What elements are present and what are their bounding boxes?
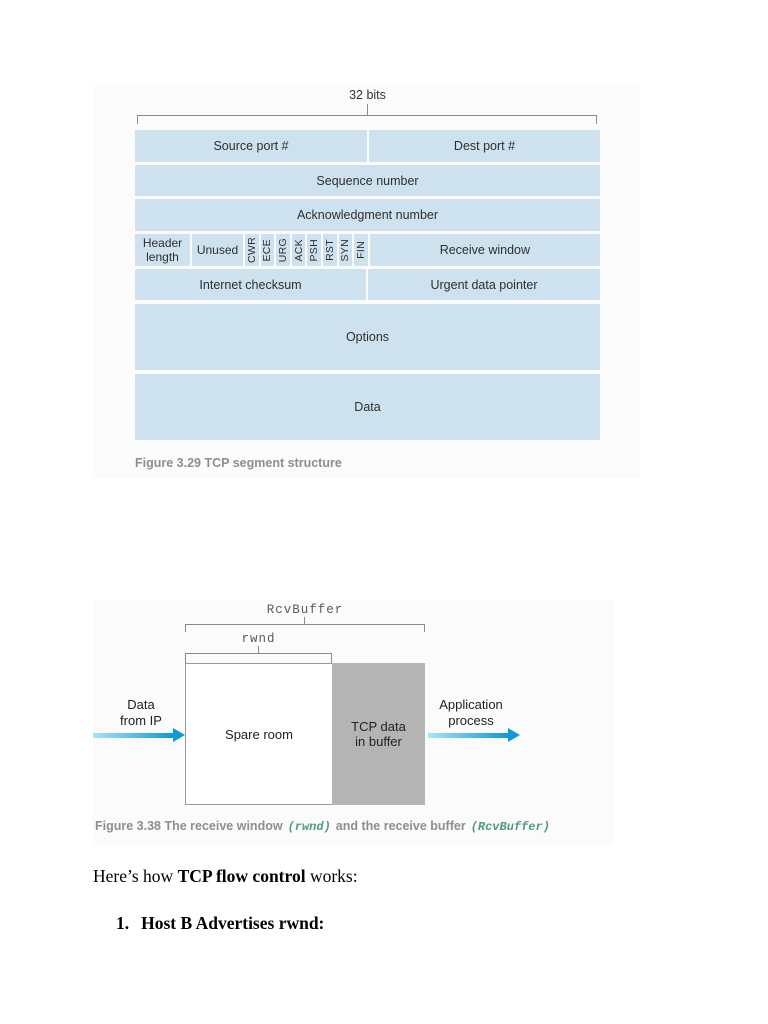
intro-paragraph: Here’s how TCP flow control works:: [93, 866, 358, 887]
bracket-right-tick: [596, 115, 597, 124]
arrow-stem: [93, 732, 173, 738]
cell-data: Data: [135, 374, 600, 440]
cell-urgent-data-pointer: Urgent data pointer: [368, 269, 600, 300]
arrow-stem: [428, 732, 508, 738]
rcvbuffer-bracket-right-tick: [424, 624, 425, 632]
caption-text: Figure 3.38 The receive window: [95, 819, 283, 833]
table-row: Options: [135, 304, 600, 370]
data-from-ip-label: Data from IP: [120, 697, 162, 729]
cell-flag-syn: SYN: [338, 234, 353, 266]
arrow-head: [173, 728, 185, 742]
cell-flag-ece: ECE: [260, 234, 275, 266]
spare-room-box: Spare room: [185, 663, 332, 805]
rcvbuffer-bracket-left-tick: [185, 624, 186, 632]
flag-label: PSH: [308, 238, 321, 262]
cell-sequence-number: Sequence number: [135, 165, 600, 196]
data-out-arrow-icon: [428, 728, 520, 742]
figure-tcp-segment-structure: 32 bits Source port # Dest port # Sequen…: [93, 85, 640, 478]
cell-flag-fin: FIN: [354, 234, 368, 266]
caption-text: and the receive buffer: [335, 819, 466, 833]
application-process-label: Application process: [439, 697, 503, 729]
cell-receive-window: Receive window: [369, 234, 600, 266]
cell-header-length: Header length: [135, 234, 190, 266]
flag-label: RST: [323, 239, 336, 261]
rwnd-bracket-right-tick: [331, 653, 332, 663]
table-row: Source port # Dest port #: [135, 130, 600, 162]
rcvbuffer-bracket-line: [185, 624, 425, 625]
tcp-data-label: TCP data in buffer: [351, 719, 406, 749]
data-in-arrow-icon: [93, 728, 185, 742]
paragraph-text: Here’s how: [93, 866, 178, 886]
cell-internet-checksum: Internet checksum: [135, 269, 366, 300]
rwnd-label: rwnd: [241, 632, 276, 646]
bracket-left-tick: [137, 115, 138, 124]
flag-label: SYN: [339, 238, 352, 262]
flag-label: CWR: [245, 237, 258, 263]
cell-flag-ack: ACK: [291, 234, 306, 266]
table-row: Sequence number: [135, 165, 600, 196]
cell-options: Options: [135, 304, 600, 370]
cell-acknowledgment-number: Acknowledgment number: [135, 199, 600, 231]
tcp-flow-control-bold: TCP flow control: [177, 866, 306, 886]
caption-code-rwnd: (rwnd): [287, 820, 331, 834]
paragraph-text: works:: [305, 866, 358, 886]
list-item-text: Host B Advertises rwnd:: [141, 913, 325, 933]
cell-source-port: Source port #: [135, 130, 367, 162]
flag-label: URG: [276, 237, 289, 263]
figure-receive-window-buffer: RcvBuffer rwnd Spare room TCP data in bu…: [93, 600, 613, 845]
spare-room-label: Spare room: [225, 726, 293, 742]
tcp-header-table: Source port # Dest port # Sequence numbe…: [135, 130, 600, 440]
list-number: 1.: [116, 913, 130, 933]
bracket-center-tick: [367, 104, 368, 115]
flag-label: ECE: [261, 238, 274, 262]
rwnd-bracket-left-tick: [185, 653, 186, 663]
table-row: Data: [135, 374, 600, 440]
cell-flag-psh: PSH: [307, 234, 321, 266]
flag-label: ACK: [292, 238, 305, 262]
table-row: Acknowledgment number: [135, 199, 600, 231]
cell-flag-cwr: CWR: [245, 234, 259, 266]
flag-label: FIN: [354, 241, 367, 259]
caption-code-rcvbuffer: (RcvBuffer): [470, 820, 550, 834]
cell-dest-port: Dest port #: [369, 130, 600, 162]
table-row: Internet checksum Urgent data pointer: [135, 269, 600, 300]
rwnd-bracket-tick: [258, 646, 259, 653]
cell-unused: Unused: [192, 234, 243, 266]
bracket-line: [137, 115, 597, 116]
arrow-head: [508, 728, 520, 742]
figure-3-38-caption: Figure 3.38 The receive window (rwnd) and …: [95, 819, 610, 834]
bits-width-label: 32 bits: [349, 88, 386, 102]
numbered-list-item-1: 1. Host B Advertises rwnd:: [116, 913, 324, 934]
rcvbuffer-bracket-tick: [304, 617, 305, 624]
table-row: Header length Unused CWR ECE URG ACK PSH…: [135, 234, 600, 266]
cell-flag-rst: RST: [322, 234, 337, 266]
rwnd-bracket-line: [185, 653, 332, 654]
cell-flag-urg: URG: [276, 234, 290, 266]
rcvbuffer-label: RcvBuffer: [266, 603, 344, 617]
tcp-data-box: TCP data in buffer: [332, 663, 425, 805]
figure-3-29-caption: Figure 3.29 TCP segment structure: [135, 456, 342, 470]
